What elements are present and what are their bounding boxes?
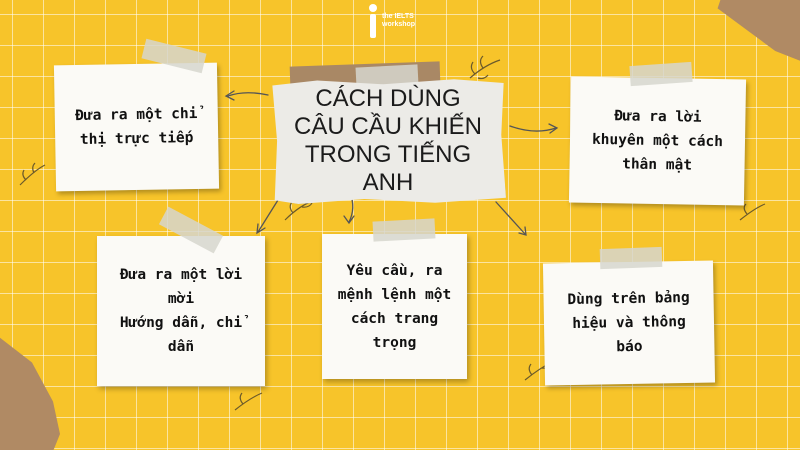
note-text: Hướng dẫn, chỉ dẫn [119, 315, 243, 355]
logo-icon [367, 4, 379, 38]
note-text: Đưa ra lời khuyên một cách thân mật [591, 108, 724, 174]
note-text: Đưa ra một chỉ thị trực tiếp [75, 105, 198, 148]
note-invitation-instructions: Đưa ra một lời mời Hướng dẫn, chỉ dẫn [97, 236, 265, 386]
note-signs-notices: Dùng trên bảng hiệu và thông báo [542, 260, 716, 386]
logo: the IELTS workshop [367, 4, 415, 38]
tape [599, 246, 663, 270]
note-direct-command: Đưa ra một chỉ thị trực tiếp [53, 62, 220, 192]
note-formal-request: Yêu cầu, ra mệnh lệnh một cách trang trọ… [322, 234, 467, 379]
logo-line1: the IELTS [382, 13, 414, 20]
note-text: Dùng trên bảng hiệu và thông báo [567, 289, 690, 356]
logo-line2: workshop [382, 21, 416, 28]
page-title: CÁCH DÙNG CÂU CẦU KHIẾN TRONG TIẾNG ANH [293, 85, 483, 196]
tape [372, 218, 436, 242]
title-card: CÁCH DÙNG CÂU CẦU KHIẾN TRONG TIẾNG ANH [272, 79, 506, 204]
note-text: Yêu cầu, ra mệnh lệnh một cách trang trọ… [337, 262, 452, 351]
note-friendly-advice: Đưa ra lời khuyên một cách thân mật [568, 76, 747, 206]
note-text: Đưa ra một lời mời [119, 267, 243, 307]
